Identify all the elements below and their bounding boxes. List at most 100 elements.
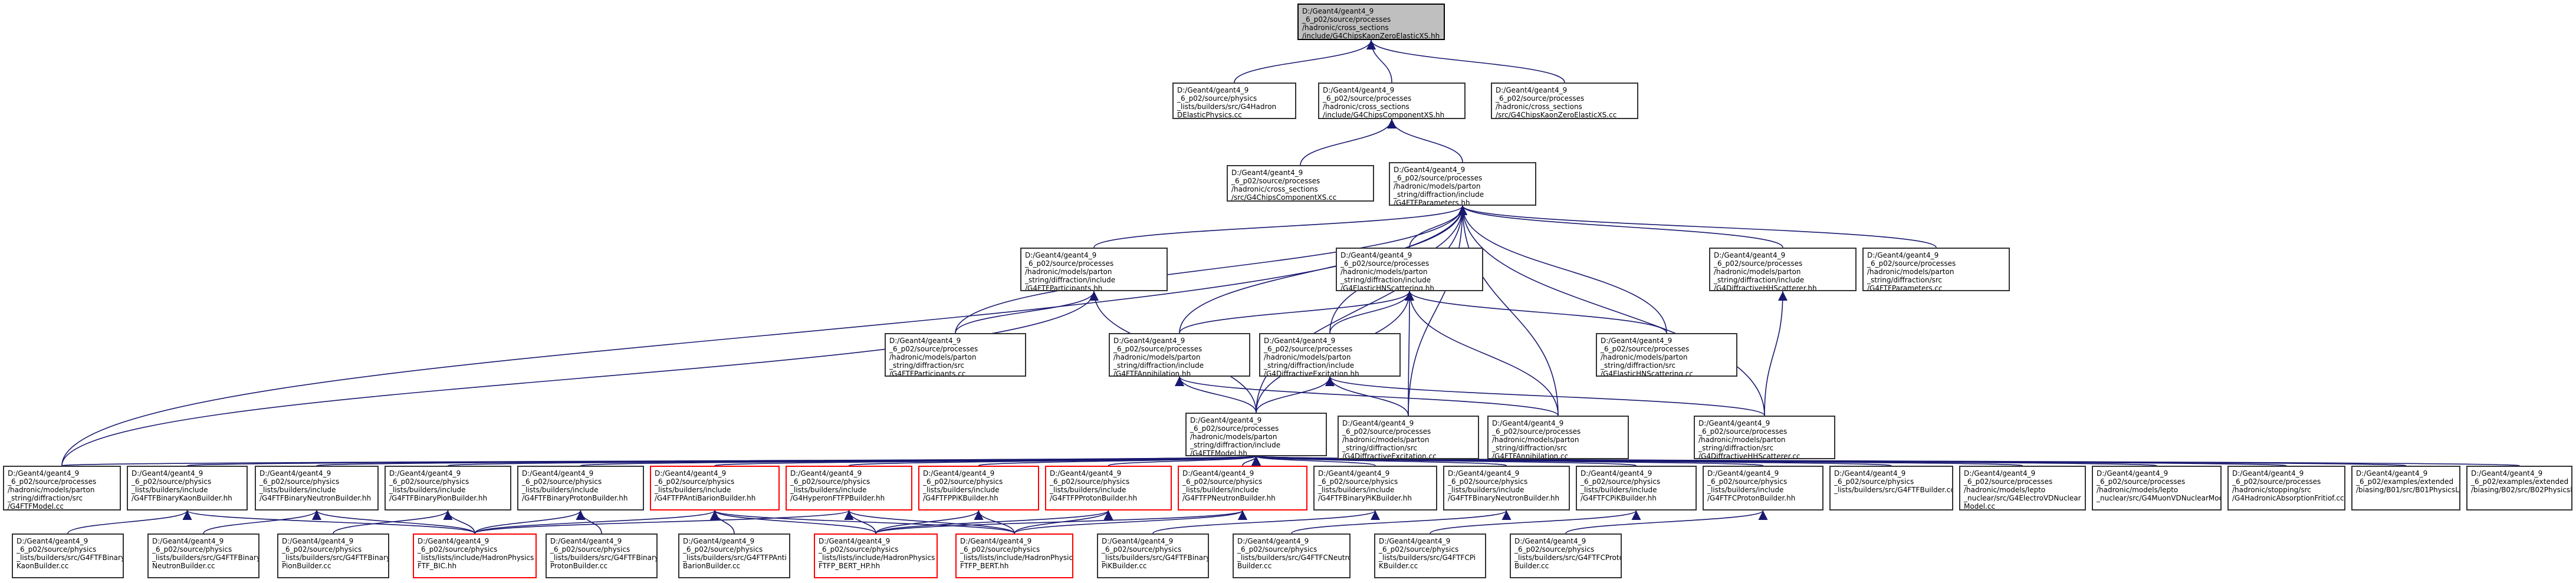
edge-n_diffhn_hh-to-n_ftfparams_hh — [1458, 205, 1783, 248]
graph-node-l-binarypik-cc[interactable]: D:/Geant4/geant4_9 _6_p02/source/physics… — [1097, 533, 1209, 578]
graph-node-l-ftfcproton-cc[interactable]: D:/Geant4/geant4_9 _6_p02/source/physics… — [1510, 533, 1622, 578]
edge-l_proton_cc-to-b_proton — [576, 510, 602, 534]
graph-node-n-ftfmodel-hh[interactable]: D:/Geant4/geant4_9 _6_p02/source/process… — [1185, 413, 1327, 456]
edge-n_chipscompxs_cc-to-n_chipscompxs_hh — [1300, 118, 1397, 166]
graph-node-n-ftfannih-hh[interactable]: D:/Geant4/geant4_9 _6_p02/source/process… — [1109, 333, 1250, 377]
graph-node-c-fbdlist[interactable]: D:/Geant4/geant4_9 _6_p02/examples/exten… — [2351, 466, 2460, 510]
graph-node-c-leptonuc[interactable]: D:/Geant4/geant4_9 _6_p02/source/process… — [1959, 466, 2086, 510]
edge-l_kaon_cc-to-b_kaon — [67, 510, 192, 534]
graph-node-b-binarypik[interactable]: D:/Geant4/geant4_9 _6_p02/source/physics… — [1313, 466, 1437, 510]
edge-l_ftfcneutron_cc-to-b_ftfbneutron — [1291, 510, 1512, 534]
graph-node-b-kaon[interactable]: D:/Geant4/geant4_9 _6_p02/source/physics… — [127, 466, 248, 510]
graph-node-b-proton[interactable]: D:/Geant4/geant4_9 _6_p02/source/physics… — [517, 466, 644, 510]
edge-l_ftfpbic-to-b_antibaryon — [474, 510, 719, 534]
edge-n_ftfannih_cc-to-n_elastichn_hh — [1405, 291, 1559, 416]
edge-l_binarypik_cc-to-b_binarypik — [1152, 510, 1380, 534]
edge-n_diffexc_cc-to-n_diffexc_hh — [1325, 376, 1409, 416]
edge-c_b02list-to-n_ftfmodel_hh — [1254, 456, 2520, 467]
edge-n_hadronde-to-root — [1234, 39, 1376, 83]
edge-l_ftfcpi_cc-to-b_ftfcpi — [1430, 510, 1641, 534]
graph-node-b-pion[interactable]: D:/Geant4/geant4_9 _6_p02/source/physics… — [385, 466, 511, 510]
edge-l_ftfpbert-to-b_ftfpneutron — [1014, 510, 1247, 534]
graph-node-root[interactable]: D:/Geant4/geant4_9 _6_p02/source/process… — [1297, 4, 1445, 40]
graph-node-l-pion-cc[interactable]: D:/Geant4/geant4_9 _6_p02/source/physics… — [277, 533, 389, 578]
graph-node-n-ftfparticip-cc[interactable]: D:/Geant4/geant4_9 _6_p02/source/process… — [885, 333, 1026, 377]
edge-n_diffexc_cc-to-n_ftfparams_hh — [1408, 205, 1467, 416]
graph-node-b-ftfcproton[interactable]: D:/Geant4/geant4_9 _6_p02/source/physics… — [1703, 466, 1823, 510]
edge-n_ftfmodel_cc-to-n_ftfparticip_hh — [61, 291, 1099, 466]
graph-node-b-ftfpproton[interactable]: D:/Geant4/geant4_9 _6_p02/source/physics… — [1045, 466, 1172, 510]
graph-node-b-ftfbneutron[interactable]: D:/Geant4/geant4_9 _6_p02/source/physics… — [1443, 466, 1570, 510]
graph-node-c-ftfbuilder[interactable]: D:/Geant4/geant4_9 _6_p02/source/physics… — [1829, 466, 1953, 510]
edge-l_ftfpberthp-to-b_ftfpproton — [875, 510, 1113, 534]
edge-n_ftfmodel_hh-to-n_ftfparams_hh — [1256, 205, 1467, 413]
graph-node-n-hadronde[interactable]: D:/Geant4/geant4_9 _6_p02/source/physics… — [1172, 83, 1296, 119]
graph-node-n-diffhn-hh[interactable]: D:/Geant4/geant4_9 _6_p02/source/process… — [1709, 248, 1857, 291]
graph-node-b-hyperon[interactable]: D:/Geant4/geant4_9 _6_p02/source/physics… — [786, 466, 912, 510]
graph-node-b-ftfpneutron[interactable]: D:/Geant4/geant4_9 _6_p02/source/physics… — [1178, 466, 1307, 510]
graph-node-b-ftfcpi[interactable]: D:/Geant4/geant4_9 _6_p02/source/physics… — [1576, 466, 1697, 510]
edge-l_ftfpbic-to-b_kaon — [182, 510, 475, 534]
graph-node-n-ftfparticip-hh[interactable]: D:/Geant4/geant4_9 _6_p02/source/process… — [1020, 248, 1168, 291]
graph-node-l-ftfpbic[interactable]: D:/Geant4/geant4_9 _6_p02/source/physics… — [413, 533, 537, 578]
graph-node-l-ftfcpi-cc[interactable]: D:/Geant4/geant4_9 _6_p02/source/physics… — [1374, 533, 1486, 578]
edge-n_chipskaon_cc-to-root — [1366, 39, 1565, 83]
graph-node-c-b02list[interactable]: D:/Geant4/geant4_9 _6_p02/examples/exten… — [2466, 466, 2572, 510]
graph-node-n-chipscompxs-cc[interactable]: D:/Geant4/geant4_9 _6_p02/source/process… — [1227, 165, 1374, 202]
graph-node-l-proton-cc[interactable]: D:/Geant4/geant4_9 _6_p02/source/physics… — [546, 533, 658, 578]
edge-n_diffexc_hh-to-n_elastichn_hh — [1329, 291, 1414, 334]
edge-n_ftfparticip_cc-to-n_ftfparams_hh — [955, 205, 1467, 334]
edge-n_diffexc_cc-to-n_elastichn_hh — [1404, 291, 1414, 416]
edge-l_ftfpberthp-to-b_antibaryon — [710, 510, 876, 534]
edge-l_ftfpbert-to-b_ftfpproton — [1014, 510, 1113, 534]
graph-node-l-neutron-cc[interactable]: D:/Geant4/geant4_9 _6_p02/source/physics… — [147, 533, 259, 578]
graph-node-c-stopping[interactable]: D:/Geant4/geant4_9 _6_p02/source/process… — [2227, 466, 2345, 510]
graph-node-b-antibaryon[interactable]: D:/Geant4/geant4_9 _6_p02/source/physics… — [650, 466, 780, 510]
edge-n_ftfparams_hh-to-n_chipscompxs_hh — [1387, 118, 1463, 163]
edge-n_ftfmodel_hh-to-n_diffexc_hh — [1256, 376, 1335, 413]
graph-node-n-diffexc-cc[interactable]: D:/Geant4/geant4_9 _6_p02/source/process… — [1338, 416, 1479, 459]
edge-l_ftfpbert-to-b_ftfppi — [974, 510, 1015, 534]
graph-node-n-ftfparams-cc[interactable]: D:/Geant4/geant4_9 _6_p02/source/process… — [1862, 248, 2010, 291]
edge-b_ftfpproton-to-n_ftfmodel_hh — [1108, 456, 1261, 466]
edge-l_ftfpbic-to-b_neutron — [312, 510, 475, 534]
edge-n_diffhh_cc-to-n_ftfparams_hh — [1458, 205, 1765, 416]
graph-node-l-ftfpberthp[interactable]: D:/Geant4/geant4_9 _6_p02/source/physics… — [814, 533, 938, 578]
edge-n_chipscompxs_hh-to-root — [1366, 39, 1392, 83]
edge-n_elastichn_hh-to-n_ftfparams_hh — [1409, 205, 1467, 248]
graph-node-b-neutron[interactable]: D:/Geant4/geant4_9 _6_p02/source/physics… — [255, 466, 379, 510]
edge-l_ftfcproton_cc-to-b_ftfcproton — [1565, 510, 1768, 534]
graph-node-l-kaon-cc[interactable]: D:/Geant4/geant4_9 _6_p02/source/physics… — [12, 533, 124, 578]
edge-n_diffhh_cc-to-n_diffhn_hh — [1764, 291, 1788, 416]
graph-node-l-ftfcneutron-cc[interactable]: D:/Geant4/geant4_9 _6_p02/source/physics… — [1233, 533, 1351, 578]
edge-n_elastichn_cc-to-n_ftfparams_hh — [1458, 205, 1667, 334]
edge-n_diffhh_cc-to-n_diffexc_hh — [1325, 376, 1765, 416]
graph-node-n-diffhh-cc[interactable]: D:/Geant4/geant4_9 _6_p02/source/process… — [1694, 416, 1835, 459]
edge-l_ftfpbert-to-b_hyperon — [844, 510, 1015, 534]
graph-node-n-ftfparams-hh[interactable]: D:/Geant4/geant4_9 _6_p02/source/process… — [1389, 162, 1536, 206]
graph-node-l-antibar-cc[interactable]: D:/Geant4/geant4_9 _6_p02/source/physics… — [678, 533, 790, 578]
graph-node-n-chipscompxs-hh[interactable]: D:/Geant4/geant4_9 _6_p02/source/process… — [1318, 83, 1466, 119]
graph-node-n-elastichn-cc[interactable]: D:/Geant4/geant4_9 _6_p02/source/process… — [1596, 333, 1737, 377]
edge-n_ftfannih_cc-to-n_ftfparams_hh — [1458, 205, 1559, 416]
edge-l_neutron_cc-to-b_neutron — [203, 510, 321, 534]
edge-n_elastichn_cc-to-n_elastichn_hh — [1405, 291, 1667, 334]
edge-n_ftfparticip_hh-to-n_ftfparams_hh — [1093, 205, 1467, 248]
edge-l_ftfpbert-to-b_antibaryon — [710, 510, 1015, 534]
edge-l_ftfpbic-to-b_pion — [443, 510, 475, 534]
graph-node-n-ftfmodel-cc[interactable]: D:/Geant4/geant4_9 _6_p02/source/process… — [3, 466, 121, 510]
edge-n_ftfparticip_cc-to-n_ftfparticip_hh — [955, 291, 1099, 334]
graph-node-n-chipskaon-cc[interactable]: D:/Geant4/geant4_9 _6_p02/source/process… — [1491, 83, 1638, 119]
graph-node-b-ftfppi[interactable]: D:/Geant4/geant4_9 _6_p02/source/physics… — [918, 466, 1039, 510]
graph-node-n-ftfannih-cc[interactable]: D:/Geant4/geant4_9 _6_p02/source/process… — [1487, 416, 1629, 459]
graph-node-n-elastichn-hh[interactable]: D:/Geant4/geant4_9 _6_p02/source/process… — [1336, 248, 1483, 291]
edge-n_ftfannih_hh-to-n_elastichn_hh — [1179, 291, 1414, 334]
edge-l_ftfpbic-to-b_hyperon — [474, 510, 853, 534]
edge-b_ftfppi-to-n_ftfmodel_hh — [978, 456, 1261, 466]
graph-node-l-ftfpbert[interactable]: D:/Geant4/geant4_9 _6_p02/source/physics… — [955, 533, 1073, 578]
graph-node-n-diffexc-hh[interactable]: D:/Geant4/geant4_9 _6_p02/source/process… — [1259, 333, 1401, 377]
graph-node-c-muonuc[interactable]: D:/Geant4/geant4_9 _6_p02/source/process… — [2092, 466, 2222, 510]
edge-n_ftfparams_cc-to-n_ftfparams_hh — [1458, 205, 1937, 248]
